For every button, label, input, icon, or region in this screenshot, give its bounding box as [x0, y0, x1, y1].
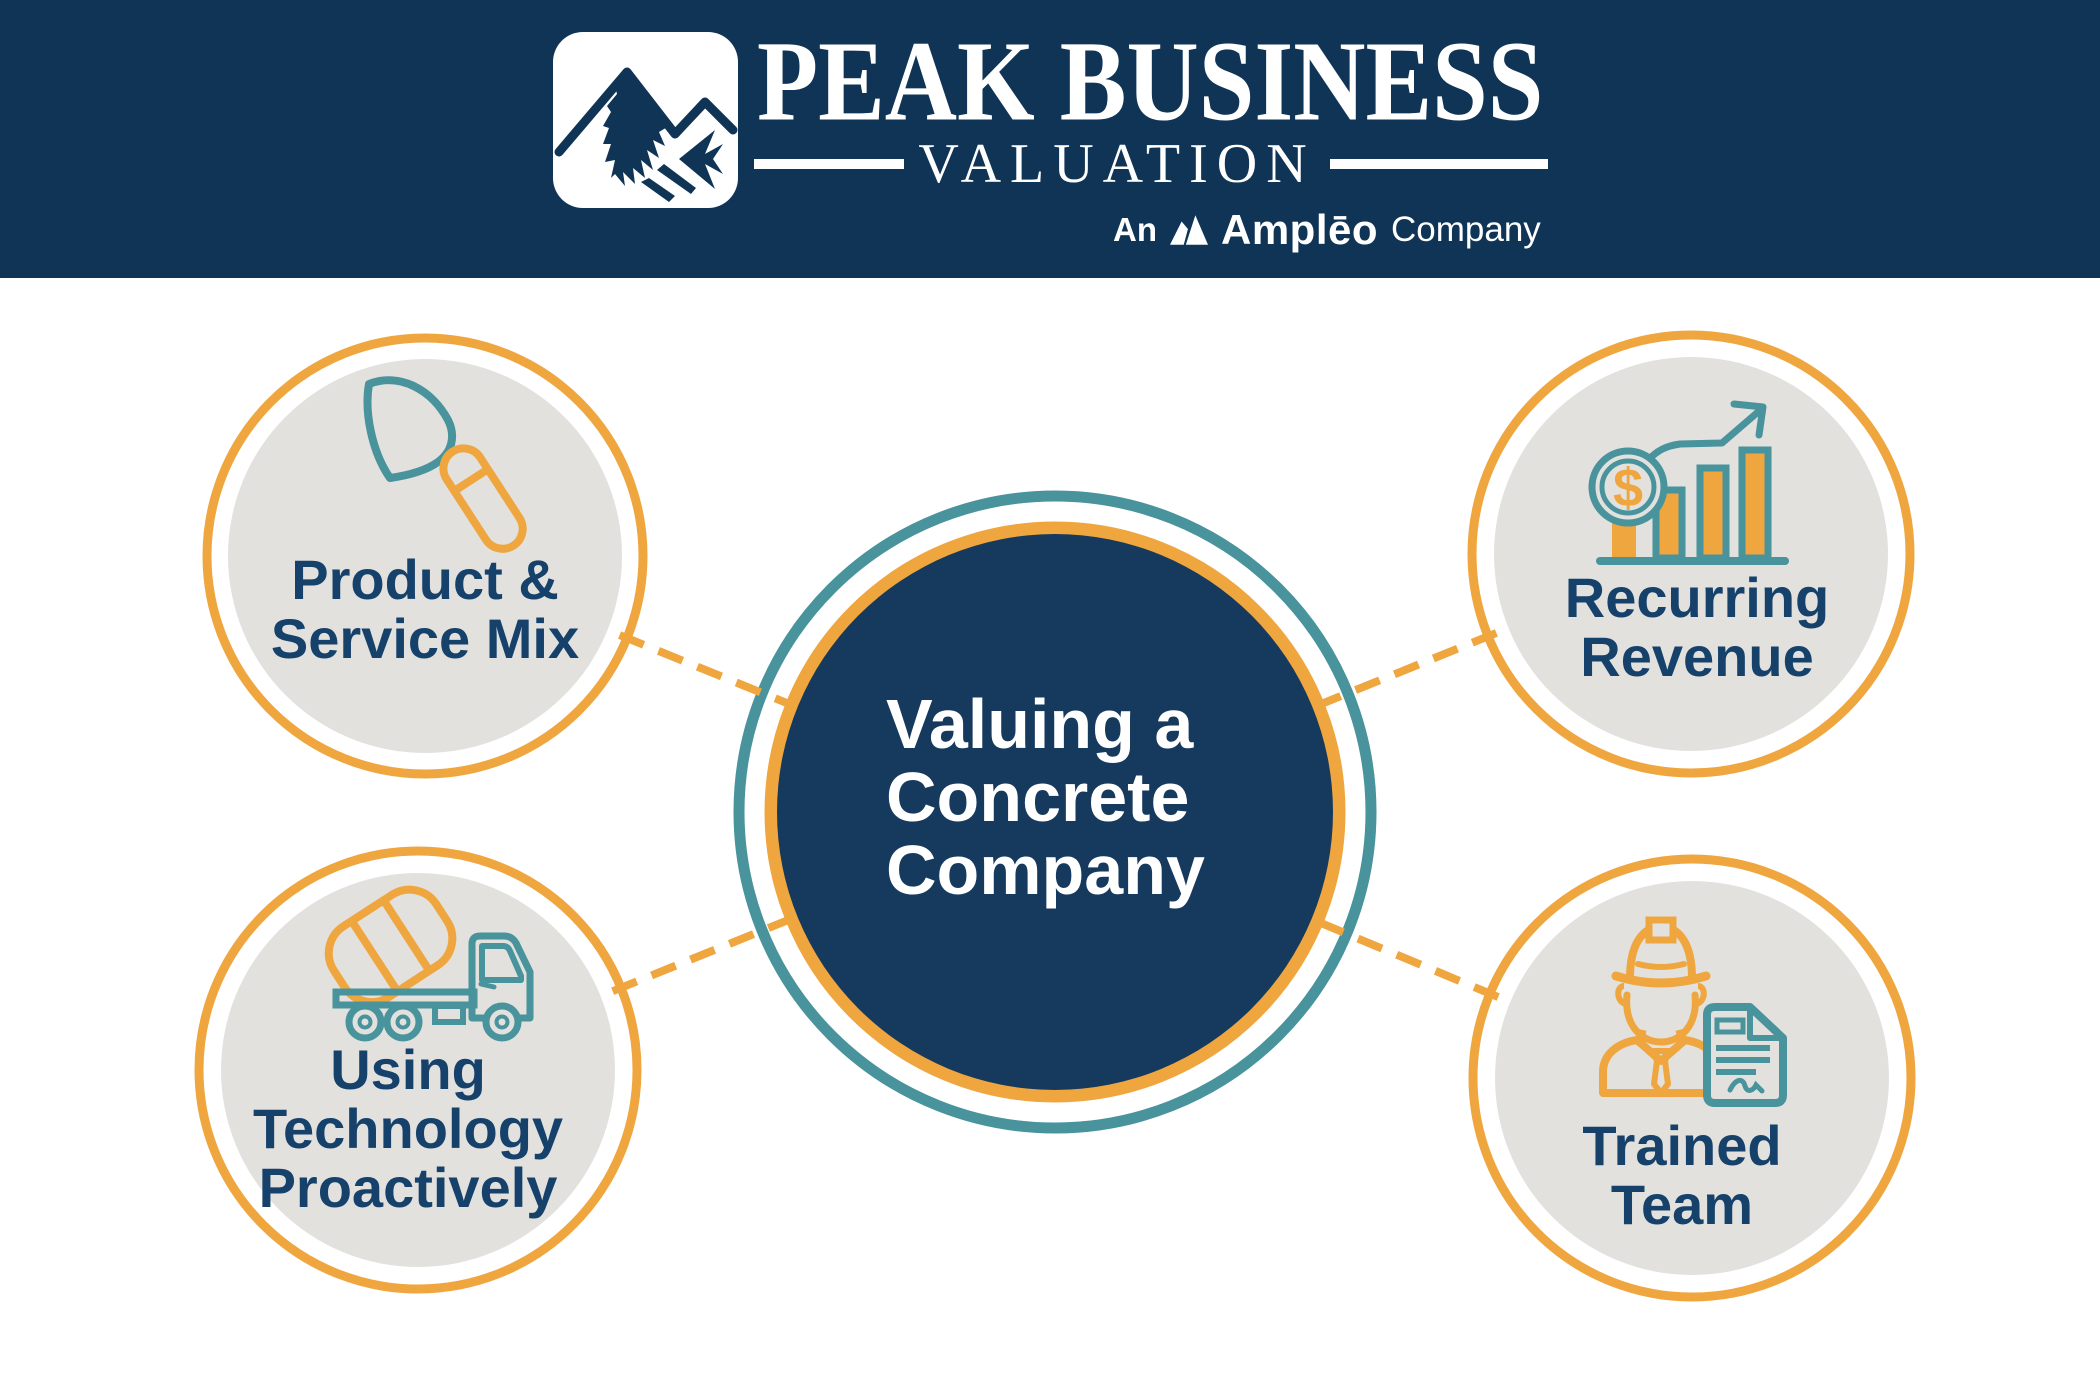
mountain-rock-face: [603, 76, 669, 186]
brand-subtitle: VALUATION: [918, 133, 1316, 195]
mountain-streak: [657, 164, 696, 194]
label-line: Recurring: [1564, 566, 1830, 629]
trowel-icon: [363, 376, 527, 553]
center-title-line: Company: [886, 831, 1205, 909]
peak-logo-box: [553, 32, 738, 208]
brand-name: PEAK BUSINESS: [757, 17, 1544, 145]
connector-line-bottom-left: [416, 808, 1057, 1074]
label-line: Product &: [291, 548, 559, 611]
center-title-line: Concrete: [886, 758, 1190, 836]
center-teal-ring: [733, 490, 1377, 1134]
dollar-sign-glyph: $: [1613, 458, 1643, 518]
label-line: Technology: [252, 1097, 564, 1160]
tagline-brand: Amplēo: [1221, 206, 1379, 253]
mountain-logo-icon: [554, 67, 738, 202]
label-line: Team: [1610, 1173, 1754, 1236]
label-line: Using: [330, 1038, 486, 1101]
brand-subtitle-row: VALUATION: [754, 133, 1548, 195]
label-line: Proactively: [258, 1156, 558, 1219]
divider-line-left: [754, 159, 905, 169]
center-title: Valuing a Concrete Company: [886, 688, 1205, 907]
label-line: Trained: [1582, 1114, 1782, 1177]
mountain-crag: [679, 130, 723, 189]
node-label-recurring-revenue: Recurring Revenue: [1565, 568, 1830, 686]
center-disc: [777, 534, 1333, 1090]
revenue-growth-chart-icon: $: [1588, 400, 1789, 565]
node-ring-using-technology: [194, 846, 642, 1294]
node-label-product-service-mix: Product & Service Mix: [271, 550, 579, 668]
header-banner: PEAK BUSINESS VALUATION An Amplēo Compan…: [0, 0, 2100, 278]
connector-line-bottom-right: [1053, 808, 1694, 1082]
construction-worker-document-icon: [1599, 916, 1787, 1107]
node-disc-trained-team: [1495, 881, 1889, 1275]
ampleo-logo-icon: [1170, 215, 1208, 245]
ampleo-tagline: An Amplēo Company: [1113, 206, 1541, 254]
node-ring-recurring-revenue: [1467, 330, 1915, 778]
center-title-line: Valuing a: [886, 685, 1194, 763]
mountain-ridge: [554, 67, 738, 157]
label-line: Service Mix: [270, 607, 580, 670]
center-orange-ring: [764, 521, 1346, 1103]
mountain-streak: [641, 178, 675, 202]
node-disc-recurring-revenue: [1494, 357, 1888, 751]
node-ring-product-service-mix: [202, 333, 648, 779]
divider-line-right: [1329, 159, 1548, 169]
concrete-mixer-truck-icon: [324, 885, 534, 1042]
tagline-prefix: An: [1113, 211, 1157, 248]
node-ring-trained-team: [1468, 854, 1916, 1302]
tagline-suffix: Company: [1391, 210, 1541, 249]
node-label-trained-team: Trained Team: [1582, 1116, 1781, 1234]
node-label-using-technology-proactively: Using Technology Proactively: [253, 1040, 563, 1217]
label-line: Revenue: [1580, 625, 1814, 688]
node-disc-product-service-mix: [228, 359, 622, 753]
